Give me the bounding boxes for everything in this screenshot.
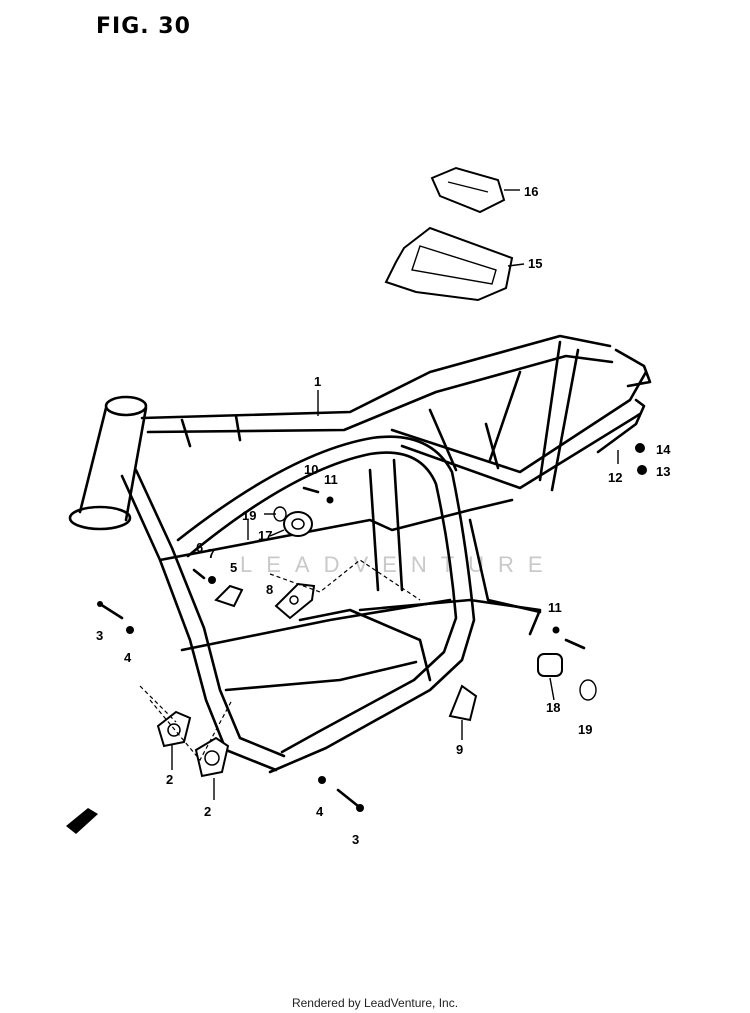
callout-17: 17 [258, 528, 272, 543]
callout-3-bottom: 3 [352, 832, 359, 847]
part-8-bracket[interactable] [274, 582, 316, 620]
part-6-bolt[interactable] [192, 568, 206, 580]
part-19-oring-right[interactable] [579, 679, 597, 701]
part-15-tray[interactable] [384, 226, 514, 302]
callout-16: 16 [524, 184, 538, 199]
part-7-nut[interactable] [208, 576, 216, 584]
callout-13: 13 [656, 464, 670, 479]
part-11-nut-upper[interactable] [326, 496, 334, 504]
callout-4-bottom: 4 [316, 804, 324, 819]
part-17-grommet[interactable] [283, 511, 313, 537]
part-2-plate-lower[interactable] [194, 736, 230, 778]
callout-5: 5 [230, 560, 237, 575]
callout-11-upper: 11 [324, 472, 338, 487]
part-6-bolt-right[interactable] [564, 638, 586, 650]
callout-15: 15 [528, 256, 542, 271]
callout-19-upper: 19 [242, 508, 256, 523]
callout-2-lower: 2 [204, 804, 211, 819]
callout-11-right: 11 [548, 600, 562, 615]
part-16-cover[interactable] [430, 166, 506, 214]
callout-10: 10 [304, 462, 318, 477]
callout-2-upper: 2 [166, 772, 173, 787]
footer-credit: Rendered by LeadVenture, Inc. [291, 996, 459, 1010]
part-9-bracket[interactable] [448, 684, 478, 722]
callout-18: 18 [546, 700, 560, 715]
callout-19-right: 19 [578, 722, 592, 737]
steering-head-tube [68, 395, 148, 531]
part-10-bolt[interactable] [302, 486, 320, 494]
callout-3-left: 3 [96, 628, 103, 643]
part-4-nut-left[interactable] [126, 626, 134, 634]
callout-6: 6 [196, 540, 203, 555]
callout-9: 9 [456, 742, 463, 757]
part-18-cap[interactable] [537, 653, 563, 677]
part-12-stay[interactable] [596, 398, 646, 454]
part-3-bolt-left[interactable] [97, 601, 124, 620]
part-5-bracket[interactable] [214, 584, 244, 608]
callout-12: 12 [608, 470, 622, 485]
callout-1: 1 [314, 374, 321, 389]
front-arrow-icon [66, 808, 98, 834]
callout-labels: 1 16 15 14 13 12 10 11 19 17 6 7 5 8 3 4… [96, 184, 671, 847]
callout-8: 8 [266, 582, 273, 597]
frame-main-tubes [120, 334, 652, 774]
leader-lines [139, 189, 619, 800]
part-11-nut-right[interactable] [552, 626, 560, 634]
watermark-text: LEADVENTURE [240, 552, 557, 577]
callout-7: 7 [208, 546, 215, 561]
callout-4-left: 4 [124, 650, 132, 665]
callout-14: 14 [656, 442, 671, 457]
figure-title: FIG. 30 [96, 14, 191, 39]
part-13-bolt[interactable] [637, 465, 647, 475]
part-3-bolt-bottom[interactable] [336, 788, 364, 812]
part-14-washer[interactable] [635, 443, 645, 453]
part-4-nut-bottom[interactable] [318, 776, 326, 784]
